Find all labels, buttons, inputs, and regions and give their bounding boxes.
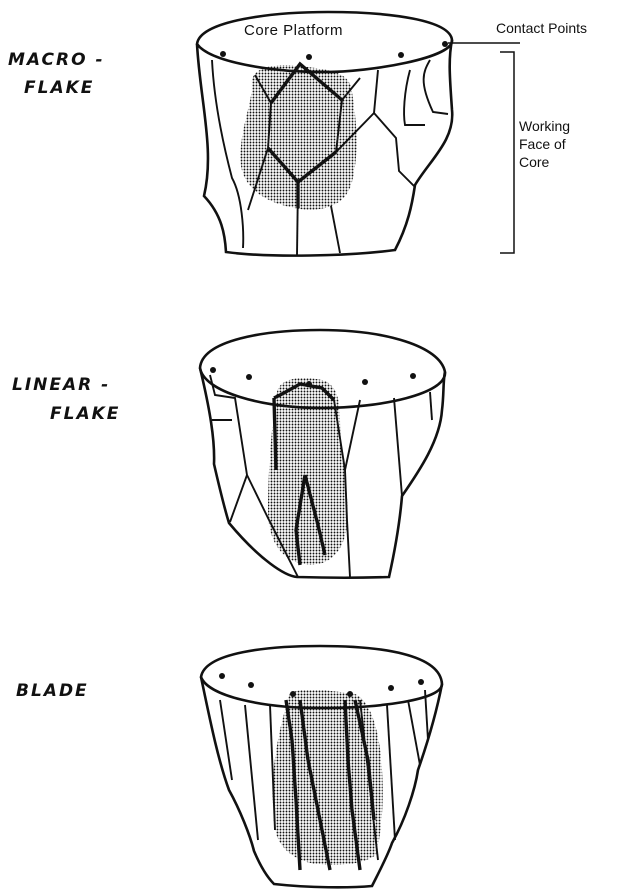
linear-flake-core bbox=[200, 330, 445, 578]
blade-label: BLADE bbox=[16, 683, 89, 700]
macro-platform-ellipse bbox=[197, 12, 452, 72]
linear-flake-label-line2: FLAKE bbox=[50, 406, 120, 423]
contact-points-label: Contact Points bbox=[496, 20, 587, 37]
working-face-bracket bbox=[500, 52, 514, 253]
blade-core bbox=[201, 646, 442, 887]
working-face-label-line1: Working bbox=[519, 118, 570, 135]
macro-flake-label-line1: MACRO - bbox=[8, 52, 105, 69]
macro-flake-core bbox=[197, 12, 520, 256]
macro-contact-points bbox=[220, 41, 448, 60]
working-face-label-line2: Face of bbox=[519, 136, 566, 153]
linear-flake-label-line1: LINEAR - bbox=[12, 377, 110, 394]
core-platform-label: Core Platform bbox=[244, 22, 343, 40]
working-face-label-line3: Core bbox=[519, 154, 549, 171]
macro-flake-label-line2: FLAKE bbox=[24, 80, 94, 97]
